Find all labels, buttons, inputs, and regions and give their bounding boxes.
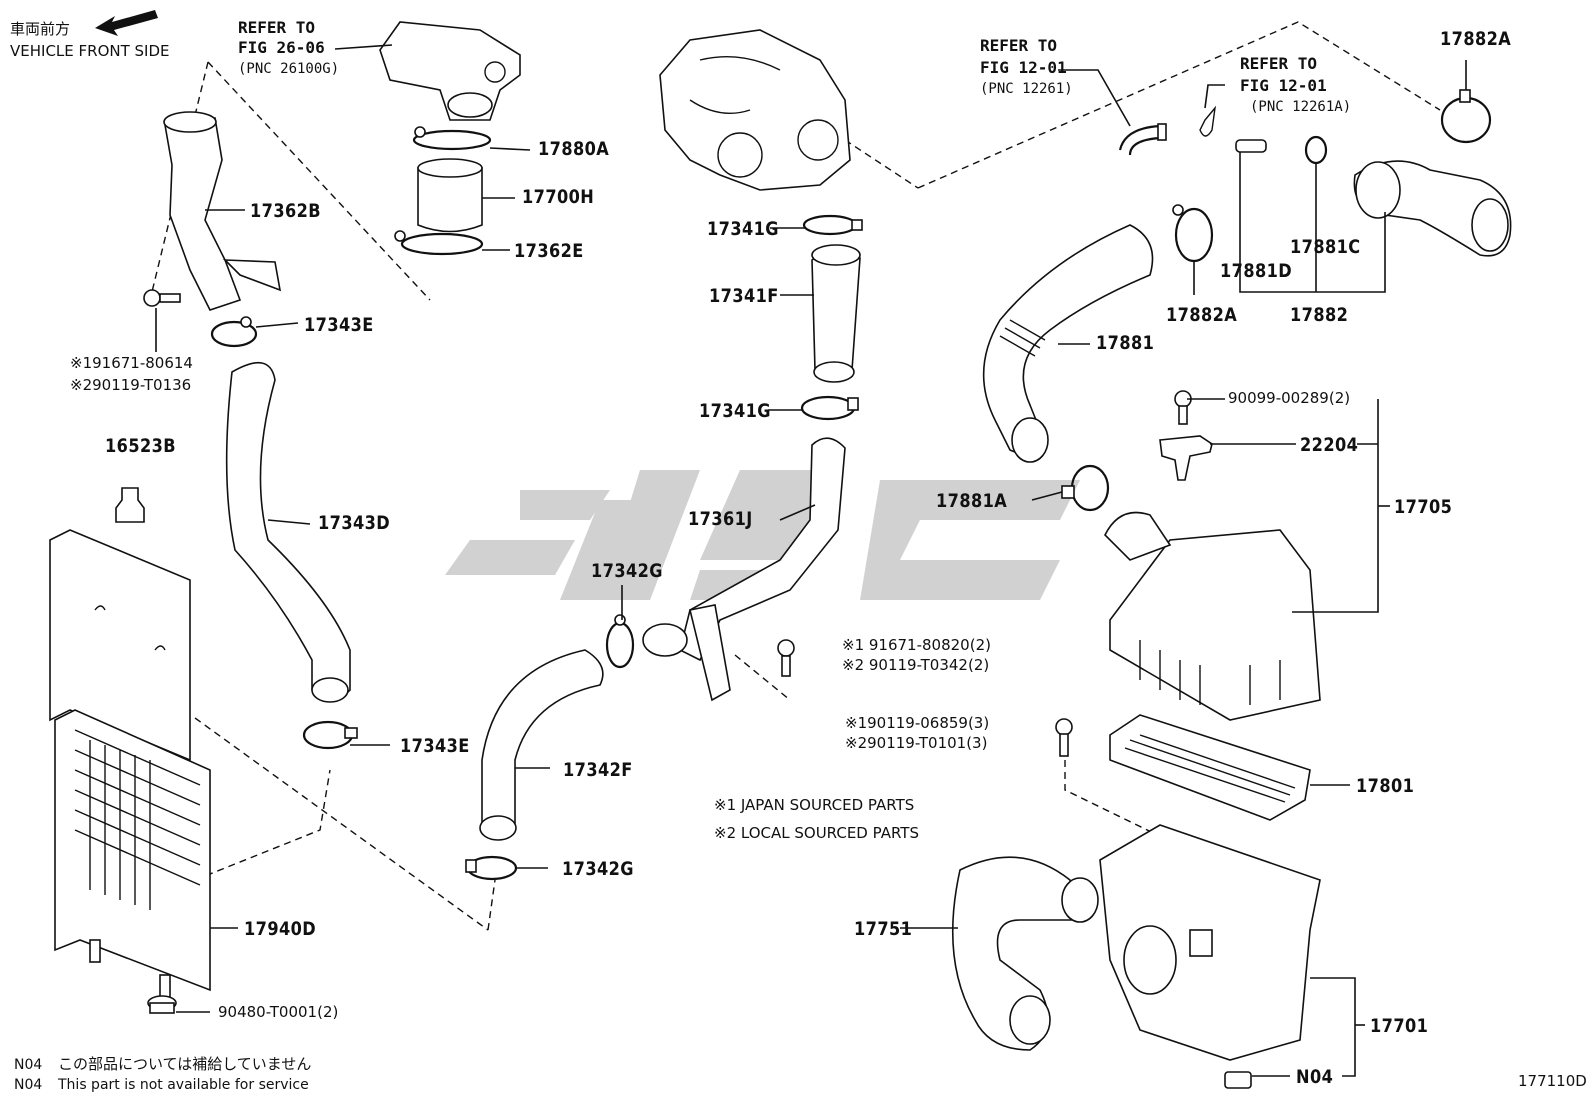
clamp-17342G-bottom [465, 855, 518, 881]
label-17343E-top[interactable]: 17343E [304, 314, 374, 336]
label-17801[interactable]: 17801 [1356, 775, 1415, 797]
label-17881[interactable]: 17881 [1096, 332, 1155, 354]
refer-26-06-line2: FIG 26-06 [238, 38, 325, 57]
label-17343D[interactable]: 17343D [318, 512, 391, 534]
direction-en-label: VEHICLE FRONT SIDE [10, 42, 170, 60]
label-90480[interactable]: 90480-T0001(2) [218, 1003, 339, 1021]
label-bolt-a-1[interactable]: ※191671-80614 [70, 354, 193, 372]
clamp-17882A-mid [1172, 204, 1214, 263]
label-N04[interactable]: N04 [1296, 1066, 1334, 1088]
union-17881D [1235, 139, 1267, 153]
refer-12-01-b-line2: FIG 12-01 [1240, 76, 1327, 95]
hose-17343D [225, 361, 351, 703]
label-17880A[interactable]: 17880A [538, 138, 610, 160]
label-17700H[interactable]: 17700H [522, 186, 595, 208]
label-17882[interactable]: 17882 [1290, 304, 1349, 326]
label-17705[interactable]: 17705 [1394, 496, 1453, 518]
footnote-en-code: N04 [14, 1077, 43, 1093]
figure-id: 177110D [1518, 1072, 1587, 1090]
hose-17881 [982, 224, 1154, 463]
hose-17700H [417, 158, 483, 233]
clamp-17881A [1061, 464, 1110, 512]
air-filter-17801 [1109, 714, 1311, 821]
label-17343E-bottom[interactable]: 17343E [400, 735, 470, 757]
label-17341G-bottom[interactable]: 17341G [699, 400, 771, 422]
label-bolt-b-2[interactable]: ※2 90119-T0342(2) [842, 656, 990, 674]
watermark-logo [445, 470, 1080, 600]
bolt-90119-06859 [1055, 718, 1073, 757]
label-17342G-top[interactable]: 17342G [591, 560, 663, 582]
intercooler-17940D [49, 529, 211, 998]
bolt-90099-00289 [1174, 390, 1192, 425]
duct-17751 [951, 856, 1099, 1051]
label-17881C[interactable]: 17881C [1290, 236, 1361, 258]
clamp-17882A-top [1440, 89, 1492, 144]
bolt-91671-80614 [143, 289, 181, 307]
label-17881D[interactable]: 17881D [1220, 260, 1293, 282]
clamp-17341G-bottom [800, 395, 859, 421]
refer-12-01-a-line1: REFER TO [980, 36, 1058, 55]
label-17882A-top[interactable]: 17882A [1440, 28, 1512, 50]
sensor-22204 [1159, 435, 1213, 481]
turbocharger-ref [659, 29, 851, 191]
refer-12-01-a-line2: FIG 12-01 [980, 58, 1067, 77]
label-17881A[interactable]: 17881A [936, 490, 1008, 512]
clamp-17341G-top [802, 214, 863, 236]
clamp-17880A [412, 126, 492, 151]
refer-12-01-a-line3: (PNC 12261) [980, 81, 1073, 97]
label-17751[interactable]: 17751 [854, 918, 913, 940]
clamp-17342G-top [605, 614, 635, 669]
label-17362E[interactable]: 17362E [514, 240, 584, 262]
bolt-91671-80820 [777, 639, 795, 677]
label-17341F[interactable]: 17341F [709, 285, 779, 307]
label-17342G-bottom[interactable]: 17342G [562, 858, 634, 880]
label-bolt-c-2[interactable]: ※290119-T0101(3) [845, 734, 988, 752]
pad-N04 [1224, 1071, 1252, 1089]
clamp-17343E-top [210, 316, 258, 348]
label-17362B[interactable]: 17362B [250, 200, 322, 222]
direction-jp-label: 車両前方 [10, 20, 71, 38]
label-bolt-b-1[interactable]: ※1 91671-80820(2) [842, 636, 991, 654]
clip-12261A-ref [1199, 105, 1217, 137]
refer-12-01-b-line3: (PNC 12261A) [1250, 99, 1352, 115]
hose-17342F [479, 649, 604, 841]
label-17342F[interactable]: 17342F [563, 759, 633, 781]
hose-17341F [811, 244, 861, 383]
label-17940D[interactable]: 17940D [244, 918, 317, 940]
hose-12261-ref [1118, 123, 1167, 156]
legend-japan: ※1 JAPAN SOURCED PARTS [714, 796, 915, 814]
clamp-17343E-bottom [302, 720, 358, 750]
clamp-17881C [1304, 135, 1328, 165]
pipe-17362B [163, 111, 282, 311]
refer-12-01-b-line1: REFER TO [1240, 54, 1318, 73]
front-arrow-icon [95, 10, 158, 36]
label-bolt-c-1[interactable]: ※190119-06859(3) [845, 714, 990, 732]
air-cleaner-cap-17705 [1104, 511, 1321, 721]
hose-17882 [1353, 160, 1512, 257]
throttle-body-ref [379, 21, 521, 121]
label-17361J[interactable]: 17361J [688, 508, 753, 530]
legend-local: ※2 LOCAL SOURCED PARTS [714, 824, 919, 842]
clamp-17362E [394, 230, 484, 256]
label-17701[interactable]: 17701 [1370, 1015, 1429, 1037]
label-bolt-a-2[interactable]: ※290119-T0136 [70, 376, 192, 394]
plug-16523B [115, 487, 145, 523]
label-90099[interactable]: 90099-00289(2) [1228, 389, 1351, 407]
grommet-90480 [147, 995, 177, 1014]
air-cleaner-case-17701 [1099, 824, 1321, 1061]
label-17341G-top[interactable]: 17341G [707, 218, 779, 240]
refer-26-06-line3: (PNC 26100G) [238, 61, 340, 77]
footnote-jp-code: N04 [14, 1057, 43, 1073]
label-22204[interactable]: 22204 [1300, 434, 1359, 456]
label-16523B[interactable]: 16523B [105, 435, 177, 457]
label-17882A-mid[interactable]: 17882A [1166, 304, 1238, 326]
footnote-jp-text: この部品については補給していません [58, 1055, 312, 1073]
refer-26-06-line1: REFER TO [238, 18, 316, 37]
footnote-en-text: This part is not available for service [58, 1077, 309, 1093]
pipe-17361J [642, 437, 846, 702]
leader-lines [155, 44, 1467, 1077]
